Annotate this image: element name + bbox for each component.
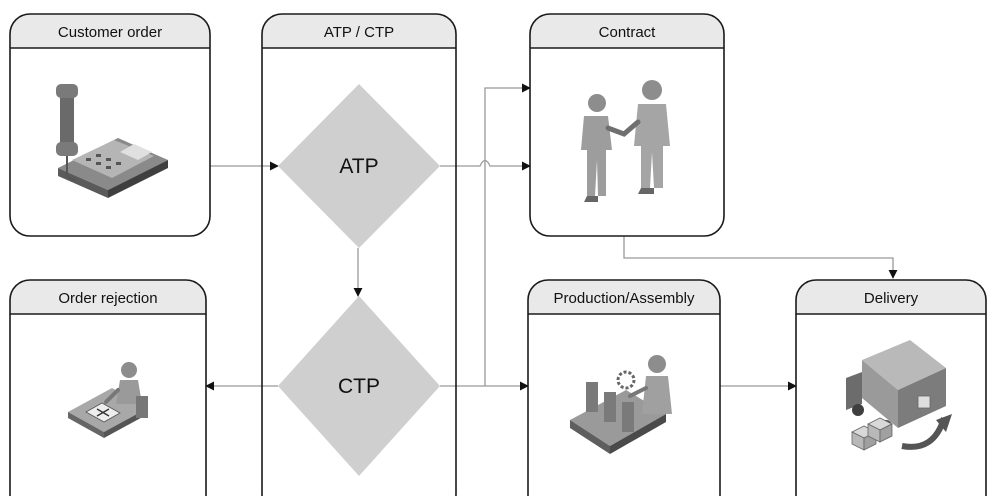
handshake-icon [581, 80, 670, 202]
order-rejection-box: Order rejection [9, 279, 207, 496]
atp-label: ATP [339, 155, 378, 178]
contract-box: Contract [529, 13, 725, 237]
customer-order-box: Customer order [9, 13, 211, 237]
atp-ctp-title: ATP / CTP [324, 24, 394, 41]
ctp-decision-diamond [278, 296, 440, 476]
arrow-ctp-to-contract [484, 83, 531, 386]
production-assembly-title: Production/Assembly [554, 290, 695, 307]
connectors [205, 83, 898, 391]
order-rejection-title: Order rejection [58, 290, 157, 307]
ctp-label: CTP [338, 375, 380, 398]
delivery-title: Delivery [864, 290, 919, 307]
customer-order-title: Customer order [58, 24, 162, 41]
delivery-box: Delivery [795, 279, 987, 496]
atp-ctp-box: ATP / CTP ATP CTP [261, 13, 457, 496]
atp-decision-diamond [278, 84, 440, 248]
delivery-truck-boxes-icon [846, 340, 952, 451]
contract-title: Contract [599, 24, 657, 41]
arrow-contract-to-delivery [623, 236, 898, 279]
production-assembly-box: Production/Assembly [527, 279, 721, 496]
desk-worker-rejected-document-icon [68, 362, 148, 438]
assembly-line-worker-icon [570, 355, 672, 454]
telephone-fax-icon [56, 84, 168, 198]
